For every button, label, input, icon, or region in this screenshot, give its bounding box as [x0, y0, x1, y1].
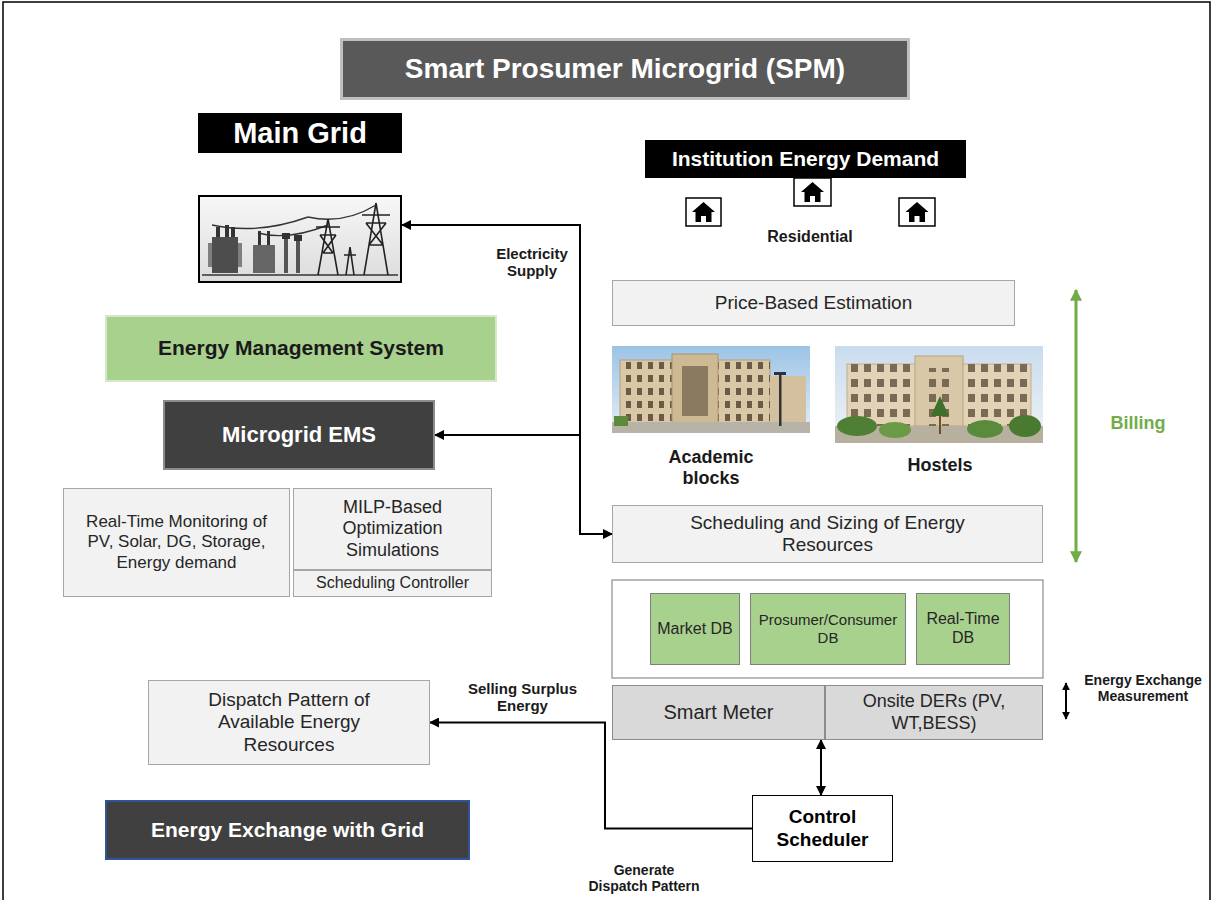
connector: [820, 740, 822, 795]
image-caption: Residential: [760, 228, 860, 246]
node-text: Scheduling Controller: [316, 574, 469, 593]
node-text: Microgrid EMS: [222, 422, 376, 448]
connector-label: Electricity Supply: [492, 245, 572, 280]
hostel-building-photo: [835, 346, 1043, 443]
function-box: Scheduling Controller: [293, 570, 492, 597]
ems-header: Energy Management System: [105, 315, 497, 382]
scheduler-box: Control Scheduler: [752, 795, 893, 862]
node-text: Energy Exchange with Grid: [151, 818, 424, 843]
node-text: Dispatch Pattern of Available Energy Res…: [179, 689, 399, 756]
meter-box: Smart Meter: [612, 685, 825, 740]
node-text: Onsite DERs (PV, WT,BESS): [856, 691, 1012, 733]
database-box: Prosumer/Consumer DB: [750, 593, 906, 665]
node-text: Smart Meter: [663, 701, 773, 725]
grid-illustration: [198, 195, 402, 283]
pylons: [316, 203, 390, 275]
node-text: Real-Time Monitoring of PV, Solar, DG, S…: [82, 512, 271, 572]
flow-note: Generate Dispatch Pattern: [585, 862, 703, 894]
node-text: Scheduling and Sizing of Energy Resource…: [663, 512, 992, 557]
node-text: Market DB: [657, 620, 733, 639]
grid-label-box: Main Grid: [198, 113, 402, 283]
image-caption: Hostels: [885, 455, 995, 476]
transformer: [208, 225, 242, 273]
der-box: Onsite DERs (PV, WT,BESS): [825, 685, 1043, 740]
ems-box: Microgrid EMS: [163, 400, 435, 470]
node-text: Main Grid: [198, 113, 402, 153]
house-icon: [898, 197, 936, 227]
process-box: Price-Based Estimation: [612, 280, 1015, 326]
image-caption: Academic blocks: [651, 447, 771, 488]
billing-arrow: [1060, 280, 1092, 572]
title-text: Smart Prosumer Microgrid (SPM): [405, 53, 845, 85]
node-text: Real-Time DB: [923, 610, 1003, 648]
function-box: MILP-Based Optimization Simulations: [293, 488, 492, 570]
node-text: Energy Management System: [158, 336, 444, 361]
demand-header: Institution Energy Demand: [645, 140, 966, 178]
house-icon: [685, 197, 722, 227]
connector-label: Selling Surplus Energy: [465, 680, 580, 715]
switchgear: [253, 231, 302, 273]
process-box: Scheduling and Sizing of Energy Resource…: [612, 505, 1043, 563]
database-box: Market DB: [650, 593, 740, 665]
node-text: Price-Based Estimation: [715, 292, 912, 314]
node-text: Institution Energy Demand: [672, 147, 939, 172]
frame-line: [3, 2, 1210, 900]
node-text: Control Scheduler: [761, 806, 884, 851]
measurement-arrow: [1056, 678, 1076, 724]
exchange-header: Energy Exchange with Grid: [105, 800, 470, 860]
node-text: MILP-Based Optimization Simulations: [314, 497, 471, 561]
function-box: Real-Time Monitoring of PV, Solar, DG, S…: [63, 488, 290, 597]
bracket-label: Billing: [1098, 413, 1178, 434]
database-box: Real-Time DB: [916, 593, 1010, 665]
title-box: Smart Prosumer Microgrid (SPM): [340, 38, 910, 100]
grid-frame: [199, 196, 401, 282]
house-icon: [793, 177, 832, 207]
process-box: Dispatch Pattern of Available Energy Res…: [148, 680, 430, 765]
academic-building-photo: [612, 346, 810, 433]
measurement-label: Energy Exchange Measurement: [1081, 672, 1205, 704]
node-text: Prosumer/Consumer DB: [757, 611, 899, 646]
